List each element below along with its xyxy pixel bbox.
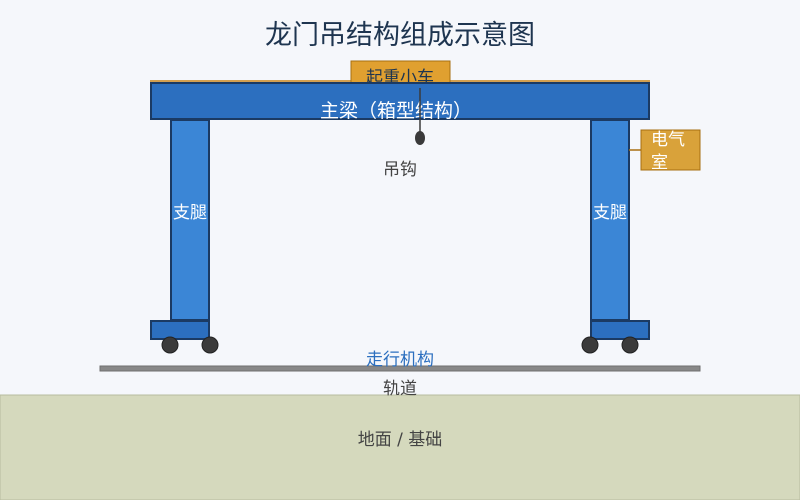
electrical-room-label: 电气 室	[651, 130, 690, 173]
right-wheel-outer	[621, 336, 639, 354]
left-leg-label: 支腿	[173, 203, 207, 223]
rail-label: 轨道	[383, 379, 417, 399]
travel-mechanism-label: 走行机构	[366, 350, 434, 370]
hook-icon	[415, 131, 425, 145]
left-wheel-inner	[201, 336, 219, 354]
left-leg	[170, 119, 210, 321]
left-wheel-outer	[161, 336, 179, 354]
electrical-room-label-line2: 室	[651, 153, 668, 173]
left-bogie	[150, 320, 210, 340]
diagram-title: 龙门吊结构组成示意图	[265, 20, 535, 51]
electrical-room-label-line1: 电气	[651, 130, 685, 150]
electrical-room	[640, 129, 701, 171]
hook-label: 吊钩	[383, 160, 417, 180]
right-leg-label: 支腿	[593, 203, 627, 223]
ground-block	[0, 394, 800, 500]
main-beam	[150, 82, 650, 120]
main-beam-label: 主梁（箱型结构）	[320, 100, 472, 122]
right-bogie	[590, 320, 650, 340]
rail	[99, 365, 701, 372]
right-wheel-inner	[581, 336, 599, 354]
ground-label: 地面 / 基础	[358, 430, 443, 450]
